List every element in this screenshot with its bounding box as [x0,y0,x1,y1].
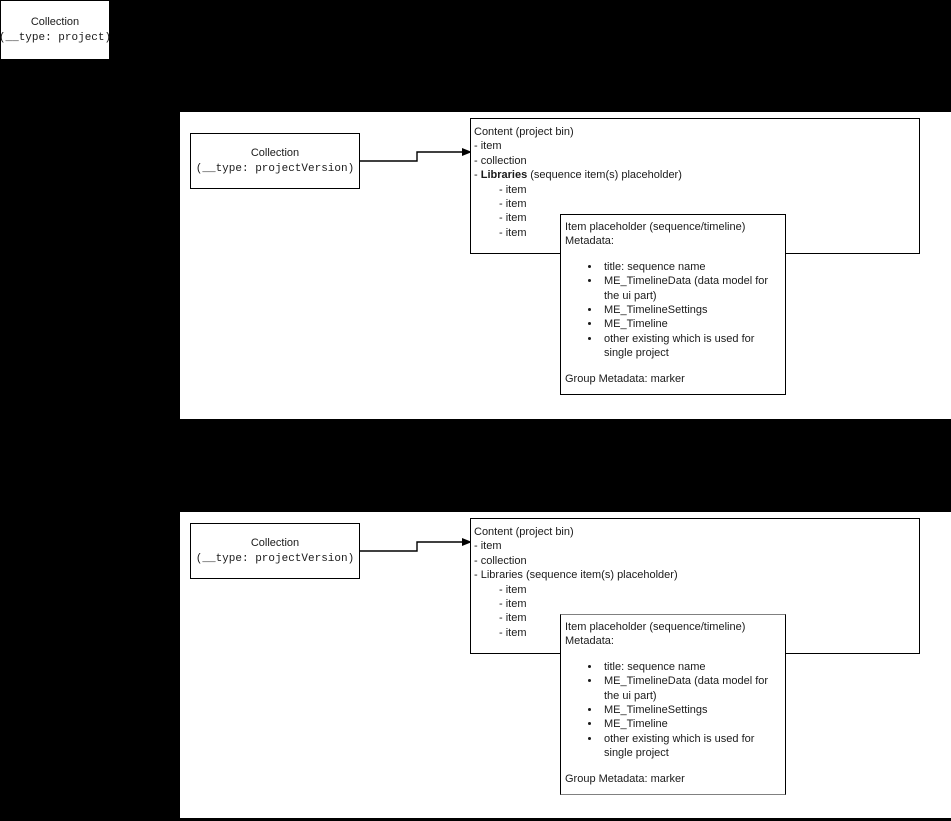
content-top-line-libraries: - Libraries (sequence item(s) placeholde… [474,168,919,182]
content-bottom-line-item: - item [474,540,502,553]
sheet-bottom-rule [180,818,951,819]
content-top-body: Content (project bin) - item - collectio… [471,119,919,240]
collection-bottom-title: Collection [250,536,300,549]
list-item: ME_Timeline [601,317,785,331]
item-top-subheading: Metadata: [565,235,614,248]
list-item: ME_Timeline [601,717,785,731]
content-bottom-body: Content (project bin) - item - collectio… [471,519,919,640]
list-item: ME_TimelineData (data model for the ui p… [601,674,785,703]
list-item: title: sequence name [601,660,785,674]
libraries-top-label: Libraries [480,169,528,182]
list-item: ME_TimelineSettings [601,303,785,317]
content-top-subitem-1: - item [499,183,527,196]
item-bottom-subheading: Metadata: [565,635,614,648]
content-bottom-subitem-2: - item [499,598,527,611]
content-bottom-subitem-1: - item [499,583,527,596]
list-item: other existing which is used for single … [601,732,785,761]
content-bottom-heading: Content (project bin) [474,526,574,538]
list-item: other existing which is used for single … [601,332,785,361]
content-bottom-line-libraries: - Libraries (sequence item(s) placeholde… [474,568,919,582]
collection-project-title: Collection [30,15,80,28]
collection-project-type: (__type: project) [0,31,112,44]
content-bottom-subitem-3: - item [499,612,527,625]
list-item: title: sequence name [601,260,785,274]
libraries-bottom-rest: (sequence item(s) placeholder) [522,569,678,582]
content-bottom-subitem-4: - item [499,626,527,639]
collection-top-type: (__type: projectVersion) [195,162,355,175]
item-top-heading: Item placeholder (sequence/timeline) [565,221,746,233]
connector-arrow-top [360,148,472,162]
item-bottom-body: Item placeholder (sequence/timeline) Met… [561,615,785,786]
item-top-metadata-list: title: sequence name ME_TimelineData (da… [565,260,785,361]
list-item: ME_TimelineData (data model for the ui p… [601,274,785,303]
content-top-line-item: - item [474,140,502,153]
collection-box-top[interactable]: Collection (__type: projectVersion) [190,133,360,189]
content-top-subitem-3: - item [499,212,527,225]
content-bottom-line-collection: - collection [474,554,527,567]
content-top-line-collection: - collection [474,154,527,167]
item-placeholder-box-top[interactable]: Item placeholder (sequence/timeline) Met… [560,214,786,395]
collection-box-project[interactable]: Collection (__type: project) [0,0,112,60]
connector-arrow-bottom [360,538,472,552]
item-top-footer: Group Metadata: marker [565,372,685,385]
libraries-top-rest: (sequence item(s) placeholder) [527,169,682,182]
collection-top-title: Collection [250,146,300,159]
content-top-subitem-4: - item [499,226,527,239]
item-placeholder-box-bottom[interactable]: Item placeholder (sequence/timeline) Met… [560,614,786,795]
list-item: ME_TimelineSettings [601,703,785,717]
collection-box-bottom[interactable]: Collection (__type: projectVersion) [190,523,360,579]
item-bottom-metadata-list: title: sequence name ME_TimelineData (da… [565,660,785,761]
libraries-bottom-prefix: - [474,569,481,582]
content-top-subitem-2: - item [499,198,527,211]
libraries-bottom-label: Libraries [480,569,523,582]
content-top-heading: Content (project bin) [474,126,574,138]
libraries-top-prefix: - [474,169,481,182]
item-bottom-heading: Item placeholder (sequence/timeline) [565,621,746,633]
item-bottom-footer: Group Metadata: marker [565,772,685,785]
item-top-body: Item placeholder (sequence/timeline) Met… [561,215,785,386]
collection-bottom-type: (__type: projectVersion) [195,552,355,565]
